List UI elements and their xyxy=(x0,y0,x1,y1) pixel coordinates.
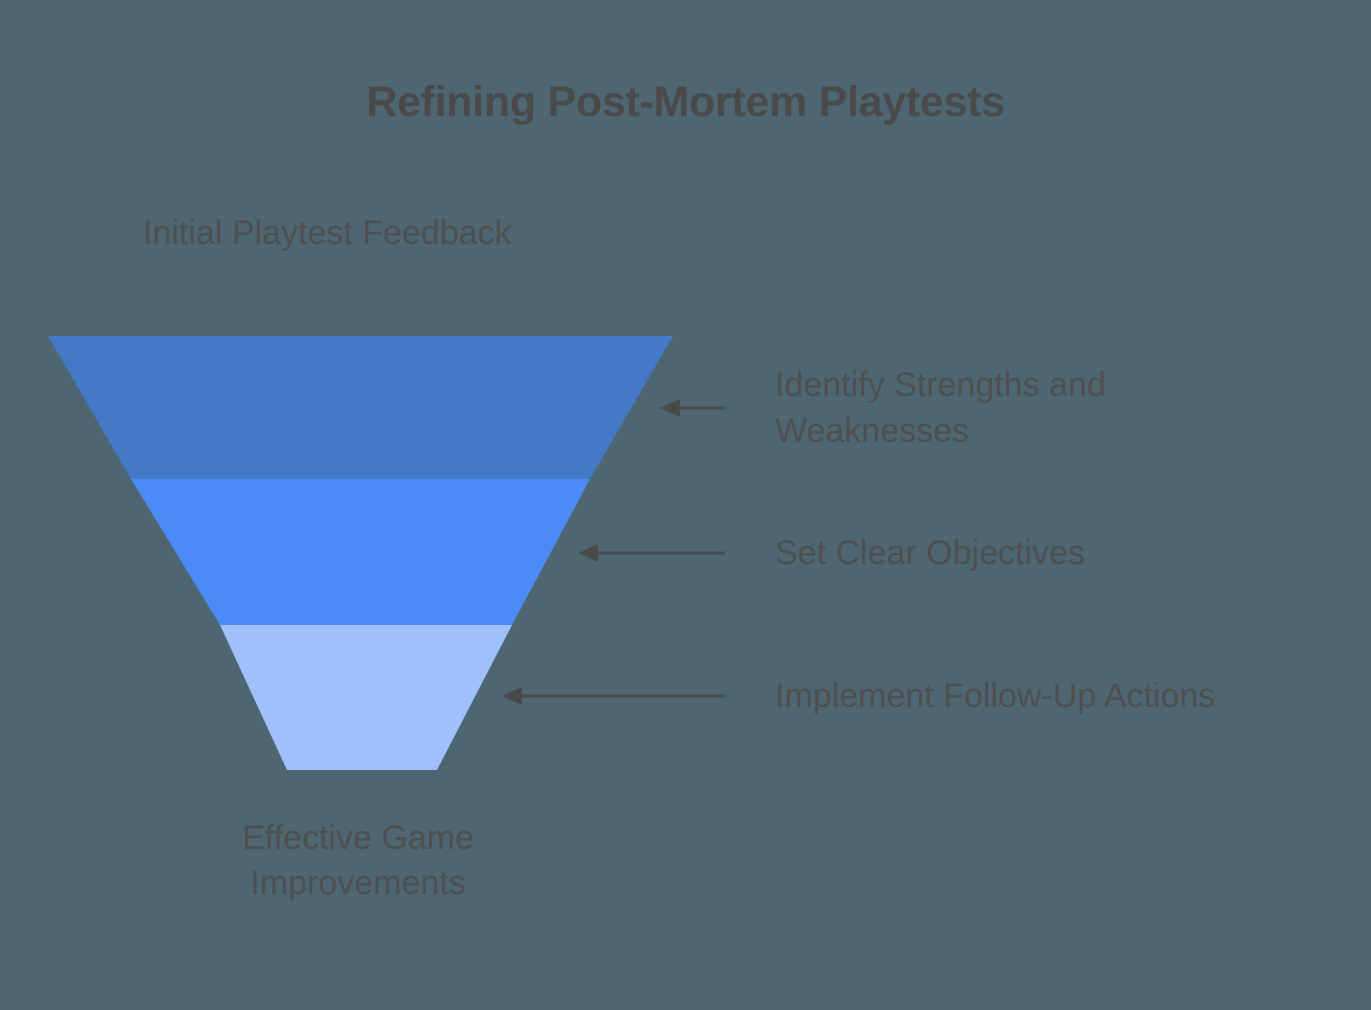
funnel-band-3[interactable] xyxy=(220,625,512,770)
arrow-stage-1 xyxy=(660,399,725,417)
funnel-stage-label-3: Implement Follow-Up Actions xyxy=(775,677,1216,715)
page-title: Refining Post-Mortem Playtests xyxy=(366,78,1005,126)
funnel-stage-label-1: Identify Strengths and Weaknesses xyxy=(775,366,1106,450)
funnel-bottom-label-line: Improvements xyxy=(250,864,466,903)
funnel-band-1[interactable] xyxy=(48,336,673,479)
funnel-bottom-label-line: Effective Game xyxy=(242,819,474,857)
arrow-stage-3 xyxy=(502,687,725,705)
arrow-stage-2 xyxy=(578,544,725,562)
funnel-band-2[interactable] xyxy=(131,479,590,625)
funnel-stage-label-2: Set Clear Objectives xyxy=(775,534,1085,572)
funnel-top-label: Initial Playtest Feedback xyxy=(143,214,512,252)
